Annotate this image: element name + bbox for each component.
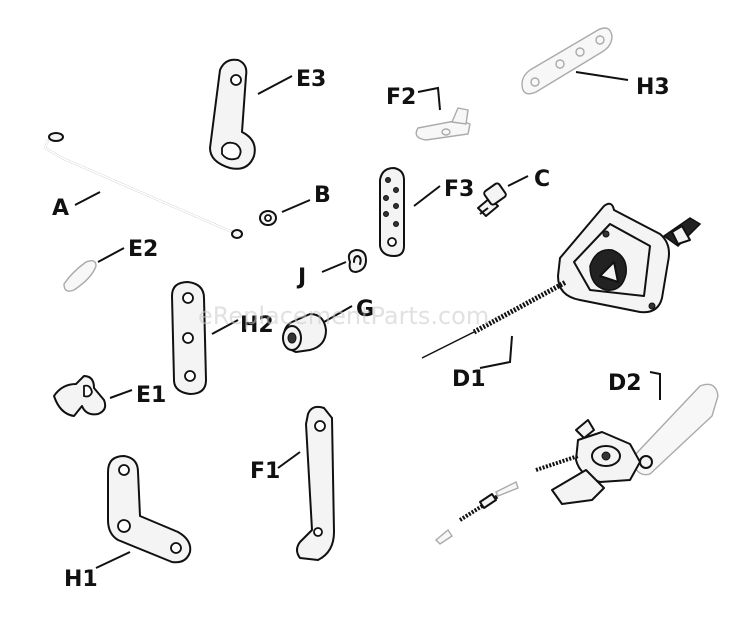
part-d1-control[interactable] xyxy=(421,202,702,359)
part-h2-plate[interactable] xyxy=(171,281,207,395)
part-d2-screws[interactable] xyxy=(434,481,519,545)
leader-f3 xyxy=(413,185,441,207)
part-h3-plate[interactable] xyxy=(521,27,613,95)
label-g: G xyxy=(356,297,374,322)
leader-b xyxy=(281,199,311,213)
leader-c xyxy=(507,175,529,187)
label-d1: D1 xyxy=(452,367,486,392)
leader-e3 xyxy=(257,75,293,95)
label-f2: F2 xyxy=(386,85,416,110)
leader-f1 xyxy=(277,451,301,469)
part-h1-plate[interactable] xyxy=(107,455,192,564)
label-b: B xyxy=(314,183,331,208)
label-h1: H1 xyxy=(64,567,98,592)
label-c: C xyxy=(534,167,550,192)
part-e1-clip[interactable] xyxy=(53,375,107,417)
label-j: J xyxy=(296,265,306,290)
part-b-washer[interactable] xyxy=(259,210,277,226)
leader-e2 xyxy=(97,247,125,263)
part-c-screw[interactable] xyxy=(477,182,507,217)
leader-a xyxy=(74,191,101,206)
leader-d2 xyxy=(649,371,661,400)
leader-f2 xyxy=(417,86,441,111)
part-e3-bracket[interactable] xyxy=(209,58,256,170)
leader-d1 xyxy=(479,335,513,369)
label-h2: H2 xyxy=(240,313,274,338)
label-a: A xyxy=(52,196,69,221)
part-a-rod[interactable] xyxy=(43,132,243,239)
label-e3: E3 xyxy=(296,67,326,92)
part-f2-pin[interactable] xyxy=(415,107,471,141)
label-e2: E2 xyxy=(128,237,158,262)
leader-g xyxy=(323,305,353,323)
part-f3-plate[interactable] xyxy=(379,167,405,257)
leader-h2 xyxy=(211,319,239,335)
label-e1: E1 xyxy=(136,383,166,408)
label-f1: F1 xyxy=(250,459,280,484)
label-f3: F3 xyxy=(444,177,474,202)
leader-h3 xyxy=(575,71,629,81)
leader-j xyxy=(321,261,347,273)
watermark-text: eReplacementParts.com xyxy=(198,302,489,330)
part-g-bushing[interactable] xyxy=(282,313,327,353)
part-j-clip[interactable] xyxy=(347,249,367,273)
leader-e1 xyxy=(109,389,133,399)
part-e2-clip[interactable] xyxy=(63,259,97,292)
label-h3: H3 xyxy=(636,75,670,100)
part-f1-bracket[interactable] xyxy=(296,405,335,561)
part-d2-lever[interactable] xyxy=(535,383,719,505)
label-d2: D2 xyxy=(608,371,642,396)
leader-h1 xyxy=(95,551,131,569)
